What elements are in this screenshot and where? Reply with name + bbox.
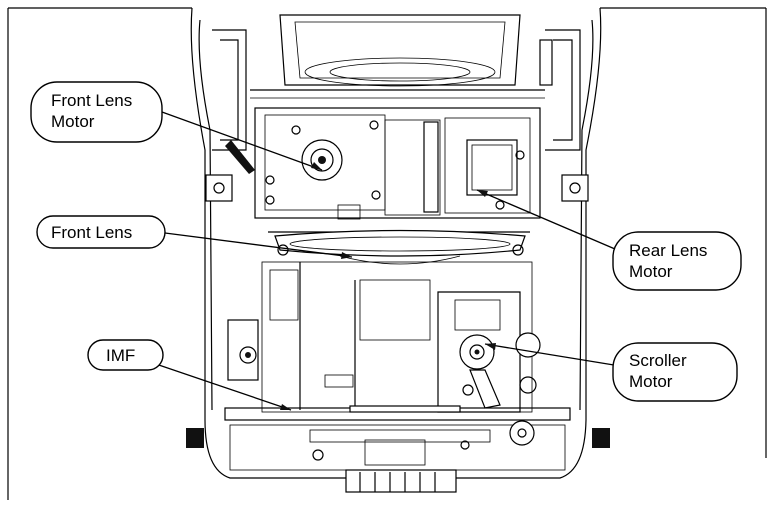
front-lens-label: Front Lens: [51, 223, 132, 242]
figure-frame: [7, 7, 767, 500]
callout-scroller-motor: Scroller Motor: [484, 342, 738, 402]
scroller-motor-line2: Motor: [629, 372, 673, 391]
callout-front-lens-motor: Front Lens Motor: [30, 81, 323, 171]
imf-label: IMF: [106, 346, 135, 365]
callout-rear-lens-motor: Rear Lens Motor: [476, 189, 742, 291]
front-lens-motor-line2: Motor: [51, 112, 95, 131]
front-lens-motor-line1: Front Lens: [51, 91, 132, 110]
callout-front-lens: Front Lens: [36, 215, 353, 259]
scroller-motor-line1: Scroller: [629, 351, 687, 370]
callout-imf: IMF: [87, 339, 292, 411]
fixture-illustration: [186, 7, 610, 493]
rear-lens-motor-line1: Rear Lens: [629, 241, 707, 260]
rear-lens-motor-line2: Motor: [629, 262, 673, 281]
